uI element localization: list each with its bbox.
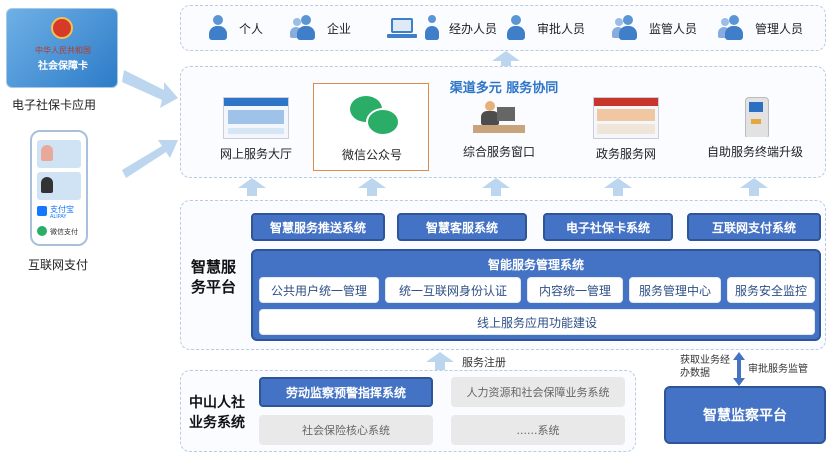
channel-service-window[interactable]: 综合服务窗口 (449, 97, 549, 160)
channel-label: 政务服务网 (595, 147, 656, 161)
channel-label: 自助服务终端升级 (706, 145, 803, 159)
card-line2: 社会保障卡 (38, 61, 88, 72)
kiosk-icon (723, 97, 787, 137)
system-hr-social-security[interactable]: 人力资源和社会保障业务系统 (451, 377, 625, 407)
smart-service-platform-panel: 智慧服务平台 智慧服务推送系统 智慧客服系统 电子社保卡系统 互联网支付系统 智… (180, 200, 826, 350)
channels-title: 渠道多元 服务协同 (449, 81, 559, 96)
user-roles-panel: 个人 企业 经办人员 审批人员 监管人员 管理人员 (180, 5, 826, 51)
laptop-person-icon (387, 16, 417, 40)
channel-label: 微信公众号 (341, 148, 402, 162)
role-supervisor: 监管人员 (612, 15, 698, 41)
system-ecard[interactable]: 电子社保卡系统 (543, 213, 673, 241)
id-card-thumbnail (37, 172, 81, 200)
group-icon (290, 15, 319, 41)
channel-web-hall[interactable]: 网上服务大厅 (211, 97, 301, 162)
mgmt-item-security-monitor[interactable]: 服务安全监控 (727, 277, 815, 303)
role-enterprise: 企业 (290, 15, 352, 41)
role-label: 监管人员 (649, 21, 698, 36)
person-laptop-icon (503, 15, 529, 41)
up-arrow (358, 178, 386, 196)
business-systems-panel: 中山人社业务系统 劳动监察预警指挥系统 人力资源和社会保障业务系统 社会保险核心… (180, 370, 636, 452)
role-label: 经办人员 (449, 21, 498, 36)
mgmt-item-public-user[interactable]: 公共用户统一管理 (259, 277, 379, 303)
supervision-left-note: 获取业务经办数据 (680, 355, 730, 379)
channel-kiosk[interactable]: 自助服务终端升级 (695, 97, 815, 160)
mgmt-item-content[interactable]: 内容统一管理 (527, 277, 623, 303)
wechat-pay-label: 微信支付 (50, 228, 78, 236)
system-internet-payment[interactable]: 互联网支付系统 (687, 213, 821, 241)
wechat-icon (350, 96, 400, 136)
alipay-label: 支付宝 (50, 205, 74, 214)
channel-gov-service[interactable]: 政务服务网 (581, 97, 671, 162)
role-label: 个人 (239, 21, 264, 36)
double-arrow-icon (733, 352, 745, 386)
id-card-thumbnail (37, 140, 81, 168)
role-label: 审批人员 (537, 21, 586, 36)
card-line1: 中华人民共和国 (35, 46, 91, 55)
person-icon (205, 15, 231, 41)
business-label: 中山人社业务系统 (189, 395, 245, 431)
up-arrow (492, 51, 520, 67)
social-security-card: 中华人民共和国 社会保障卡 (6, 8, 118, 88)
alipay-sub: ALIPAY (50, 214, 67, 220)
role-approver: 审批人员 (503, 15, 585, 41)
channel-label: 综合服务窗口 (462, 145, 535, 159)
up-arrow (238, 178, 266, 196)
phone-mockup: 支付宝 ALIPAY 微信支付 (30, 130, 88, 246)
role-label: 企业 (327, 21, 352, 36)
smart-service-mgmt-system: 智能服务管理系统 公共用户统一管理 统一互联网身份认证 内容统一管理 服务管理中… (251, 249, 821, 341)
gov-website-icon (593, 97, 659, 139)
flow-arrows (122, 70, 178, 178)
card-caption: 电子社保卡应用 (12, 98, 97, 112)
website-thumbnail-icon (223, 97, 289, 139)
up-arrow (604, 178, 632, 196)
service-window-icon (467, 97, 531, 137)
up-arrow (426, 352, 454, 370)
mgmt-item-service-center[interactable]: 服务管理中心 (629, 277, 721, 303)
up-arrow (482, 178, 510, 196)
role-operator: 经办人员 (387, 15, 497, 41)
role-person: 个人 (205, 15, 263, 41)
system-other[interactable]: ......系统 (451, 415, 625, 445)
system-labor-inspection[interactable]: 劳动监察预警指挥系统 (259, 377, 433, 407)
role-manager: 管理人员 (718, 15, 804, 41)
platform-label: 智慧服务平台 (191, 258, 237, 296)
person-icon (425, 15, 441, 41)
alipay-icon (37, 206, 47, 216)
system-smart-support[interactable]: 智慧客服系统 (397, 213, 527, 241)
mgmt-item-identity-auth[interactable]: 统一互联网身份认证 (385, 277, 521, 303)
role-label: 管理人员 (755, 21, 804, 36)
channel-label: 网上服务大厅 (219, 147, 292, 161)
arrow-card-to-channels (122, 70, 178, 108)
wechat-pay-icon (37, 226, 47, 236)
national-emblem-icon (51, 17, 73, 39)
group-icon (718, 15, 747, 41)
channel-wechat[interactable]: 微信公众号 (313, 83, 429, 171)
portrait-icon (41, 177, 53, 193)
arrow-phone-to-channels (122, 140, 178, 178)
smart-supervision-platform[interactable]: 智慧监察平台 (664, 386, 826, 444)
mgmt-bottom-bar[interactable]: 线上服务应用功能建设 (259, 309, 815, 335)
group-icon (612, 15, 641, 41)
channels-panel: 渠道多元 服务协同 网上服务大厅 微信公众号 综合服务窗口 (180, 66, 826, 178)
register-label: 服务注册 (462, 356, 506, 369)
phone-caption: 互联网支付 (28, 258, 89, 272)
supervision-right-note: 审批服务监管 (748, 364, 808, 375)
system-push[interactable]: 智慧服务推送系统 (251, 213, 385, 241)
up-arrow (740, 178, 768, 196)
mgmt-title: 智能服务管理系统 (487, 258, 584, 272)
system-social-insurance-core[interactable]: 社会保险核心系统 (259, 415, 433, 445)
portrait-icon (41, 145, 53, 161)
